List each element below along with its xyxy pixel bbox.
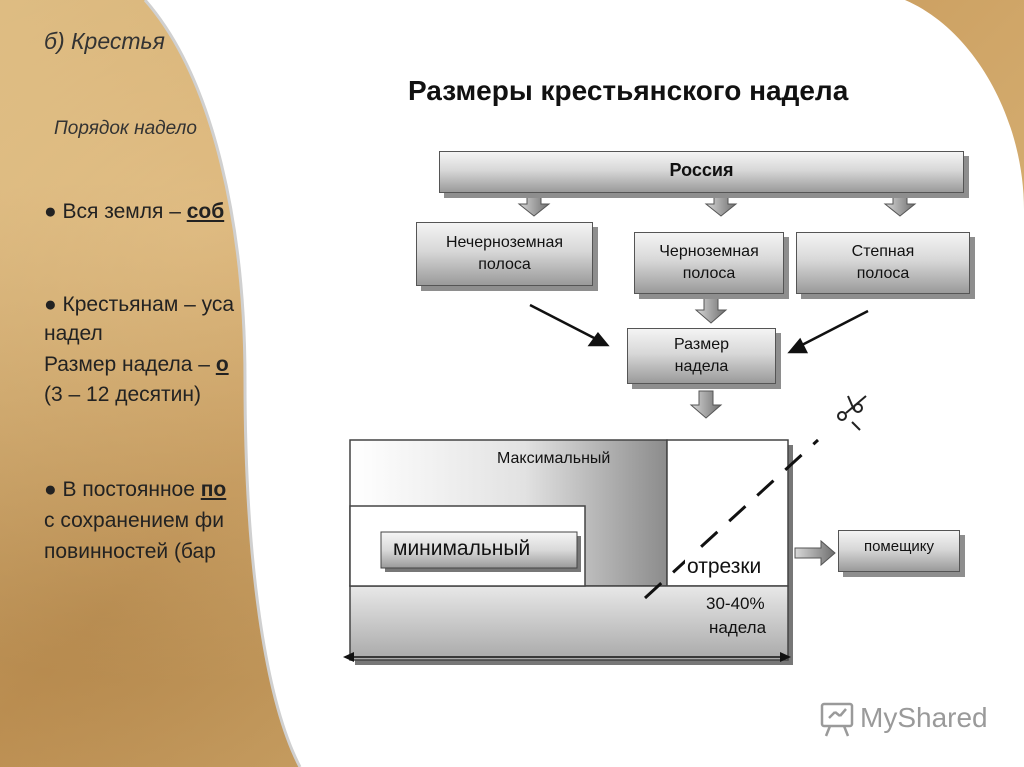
allotment-size-label: Размер надела [674,336,729,375]
non-black-earth-box: Нечерноземная полоса [416,222,593,286]
bullet-peasants-l2: надел [44,322,103,345]
maximal-label: Максимальный [497,450,611,467]
russia-box: Россия [439,151,964,193]
arrow-down-icon [704,191,738,217]
arrow-down-icon [694,295,728,324]
scissors-icon [837,395,867,431]
bullet-permanent-l3: повинностей (бар [44,540,216,563]
minimal-label: минимальный [393,537,531,560]
bullet-permanent-text: ● В постоянное [44,478,201,501]
cuts-region [349,585,789,661]
black-earth-label: Черноземная полоса [659,243,759,282]
cuts-label: отрезки [685,555,764,579]
bullet-peasants-l3: Размер надела – о [44,353,229,377]
black-earth-box: Черноземная полоса [634,232,784,294]
to-landlord-box: помещику [838,530,960,572]
section-subheading: Порядок надело [54,118,197,139]
bullet-peasants-l1: ● Крестьянам – уса [44,293,235,316]
allotment-diagram [343,438,820,665]
bullet-permanent-underlined: по [200,478,227,501]
to-landlord-label: помещику [863,537,935,555]
bullet-land-text: ● Вся земля – [44,200,187,223]
bullet-permanent-l1: ● В постоянное по [44,478,226,502]
arrow-down-icon [689,390,723,419]
arrow-down-icon [517,191,551,217]
arrow-diagonal-icon [799,309,869,348]
steppe-label: Степная полоса [851,243,915,282]
cut-line [643,438,820,600]
watermark: MyShared [860,702,988,733]
bullet-peasants-l3-underlined: о [215,353,229,376]
percent-label-2: надела [709,618,767,637]
bullet-land-underlined: соб [186,200,225,223]
arrowhead-icon [587,331,610,347]
section-heading: б) Крестья [44,28,165,54]
arrow-right-icon [794,539,836,567]
diagram-title: Размеры крестьянского надела [408,75,849,106]
steppe-box: Степная полоса [796,232,970,294]
bullet-permanent-l2: с сохранением фи [44,509,224,532]
bullet-peasants-l3-text: Размер надела – [44,353,216,376]
arrow-diagonal-icon [529,303,599,342]
myshared-logo-icon [820,702,854,737]
arrowhead-icon [787,337,809,354]
non-black-earth-label: Нечерноземная полоса [445,234,564,273]
bullet-land: ● Вся земля – соб [44,200,224,224]
minimal-box [380,531,578,569]
russia-label: Россия [669,159,734,180]
bullet-peasants-l4: (3 – 12 десятин) [44,383,201,406]
arrow-down-icon [883,191,917,217]
percent-label: 30-40% [706,594,765,613]
allotment-size-box: Размер надела [627,328,776,384]
